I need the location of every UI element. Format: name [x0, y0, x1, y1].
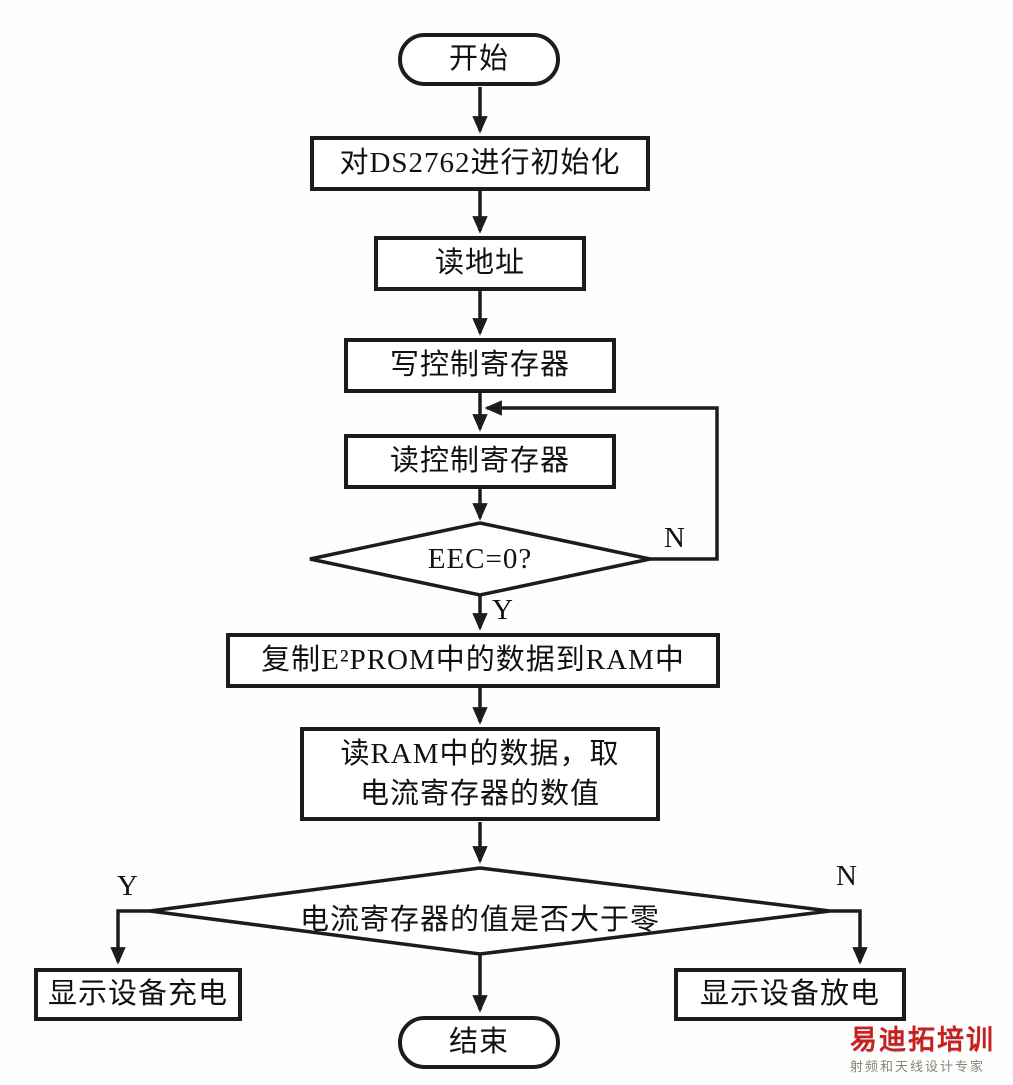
eec-decision-diamond — [309, 521, 651, 597]
eec-no-label: N — [664, 522, 685, 554]
eec-no-loop-path — [484, 400, 719, 561]
current-no-label: N — [836, 860, 857, 892]
process-show-charging: 显示设备充电 — [34, 968, 242, 1021]
process-read-control-register: 读控制寄存器 — [344, 434, 616, 489]
process-init-ds2762: 对DS2762进行初始化 — [310, 136, 650, 191]
watermark-brand: 易迪拓培训 — [850, 1025, 995, 1055]
current-decision-diamond — [149, 866, 831, 956]
start-terminal: 开始 — [398, 33, 560, 86]
process-read-address: 读地址 — [374, 236, 586, 291]
current-yes-path — [110, 909, 150, 965]
process-read-ram-line1: 读RAM中的数据，取 — [340, 738, 620, 770]
decision-eec-label: EEC=0? — [427, 543, 533, 575]
process-read-ram-line2: 电流寄存器的数值 — [359, 778, 600, 810]
end-terminal: 结束 — [398, 1016, 560, 1069]
process-write-control-register: 写控制寄存器 — [344, 338, 616, 393]
current-yes-label: Y — [117, 870, 138, 902]
current-no-path — [830, 909, 868, 965]
process-copy-eeprom-to-ram: 复制E²PROM中的数据到RAM中 — [226, 633, 720, 688]
watermark-tagline: 射频和天线设计专家 — [850, 1059, 986, 1074]
eec-yes-label: Y — [492, 594, 513, 626]
process-show-discharging: 显示设备放电 — [674, 968, 906, 1021]
watermark: 易迪拓培训 射频和天线设计专家 — [850, 1024, 1010, 1074]
decision-current-label: 电流寄存器的值是否大于零 — [299, 904, 660, 936]
process-read-ram-current-register: 读RAM中的数据，取 电流寄存器的数值 — [300, 727, 660, 821]
